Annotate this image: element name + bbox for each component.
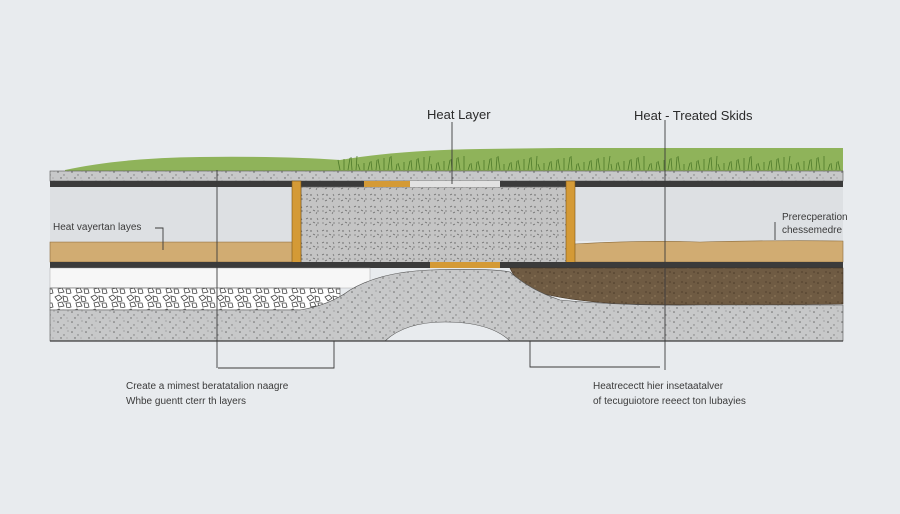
label-right-side-line2: chessemedre	[782, 225, 843, 236]
white-band	[49, 267, 371, 289]
tan-layer-left	[49, 241, 295, 263]
rubble-band	[49, 287, 341, 311]
top-orange-cap	[364, 181, 410, 187]
post-right	[565, 180, 576, 269]
concrete-block	[300, 186, 570, 264]
label-left-side: Heat vayertan layes	[53, 222, 142, 233]
top-gravel-strip	[49, 170, 844, 182]
grass-layer	[65, 148, 843, 172]
post-left	[291, 180, 302, 269]
top-cap-light	[410, 181, 500, 187]
gravel-body	[49, 269, 844, 342]
label-bottom-left-line2: Whbe guentt cterr th layers	[126, 396, 247, 407]
leader-lines	[155, 120, 776, 370]
label-bottom-right-line1: Heatrecectt hier insetaatalver	[593, 381, 724, 392]
label-bottom-right-line2: of tecuguiotore reeect ton lubayies	[593, 396, 746, 407]
label-bottom-left-line1: Create a mimest beratatalion naagre	[126, 381, 289, 392]
soil-layer	[509, 267, 844, 306]
label-heat-treated-skids: Heat - Treated Skids	[634, 108, 753, 123]
label-heat-layer: Heat Layer	[427, 107, 491, 122]
tan-layer-right	[573, 240, 844, 263]
mid-orange-cap	[430, 262, 500, 268]
label-right-side-line1: Prerecperation	[782, 212, 848, 223]
